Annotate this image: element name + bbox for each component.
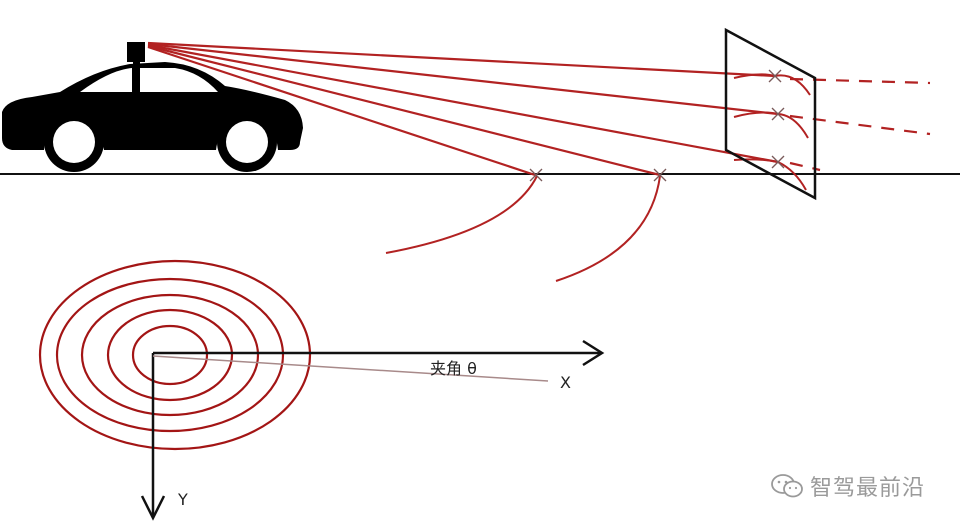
x-axis-label: X bbox=[560, 373, 571, 392]
hit-marker bbox=[768, 69, 782, 83]
scan-ring bbox=[131, 324, 209, 386]
scan-rings bbox=[38, 259, 312, 451]
scan-ring bbox=[38, 259, 312, 451]
laser-beam bbox=[147, 43, 779, 164]
x-axis-arrow bbox=[582, 339, 605, 367]
coordinate-axes bbox=[140, 339, 605, 521]
reflection-curves bbox=[385, 73, 811, 282]
dashed-line bbox=[789, 114, 931, 136]
hit-markers bbox=[529, 69, 785, 182]
wechat-icon bbox=[770, 473, 804, 499]
laser-beam bbox=[147, 44, 661, 177]
hit-marker bbox=[771, 107, 785, 121]
laser-beams bbox=[147, 41, 779, 177]
angle-ray bbox=[152, 355, 549, 382]
hit-marker bbox=[653, 168, 667, 182]
reflection-curve bbox=[733, 111, 779, 118]
y-axis-label: Y bbox=[177, 490, 188, 509]
reflection-curve bbox=[777, 161, 807, 191]
hit-marker bbox=[529, 168, 543, 182]
dashed-line bbox=[789, 77, 931, 85]
reflection-curve bbox=[733, 73, 776, 79]
y-axis-arrow bbox=[140, 495, 166, 521]
hit-marker bbox=[771, 155, 785, 169]
reflection-curve bbox=[733, 158, 779, 163]
car-silhouette bbox=[2, 62, 303, 172]
lidar-sensor bbox=[127, 42, 145, 92]
obstacle-panel bbox=[724, 27, 817, 201]
reflection-curve bbox=[777, 113, 809, 139]
scan-ring bbox=[80, 293, 260, 417]
laser-beam bbox=[147, 41, 776, 78]
angle-label: 夹角 θ bbox=[430, 359, 477, 378]
laser-beam bbox=[147, 45, 536, 177]
scan-ring bbox=[55, 277, 285, 433]
reflection-curve bbox=[385, 175, 538, 254]
watermark: 智驾最前沿 bbox=[770, 470, 925, 502]
scan-ring bbox=[106, 308, 234, 402]
watermark-text: 智驾最前沿 bbox=[810, 476, 926, 501]
laser-beam bbox=[147, 42, 779, 116]
reflection-curve bbox=[555, 175, 661, 282]
dashed-continuations bbox=[789, 77, 931, 172]
